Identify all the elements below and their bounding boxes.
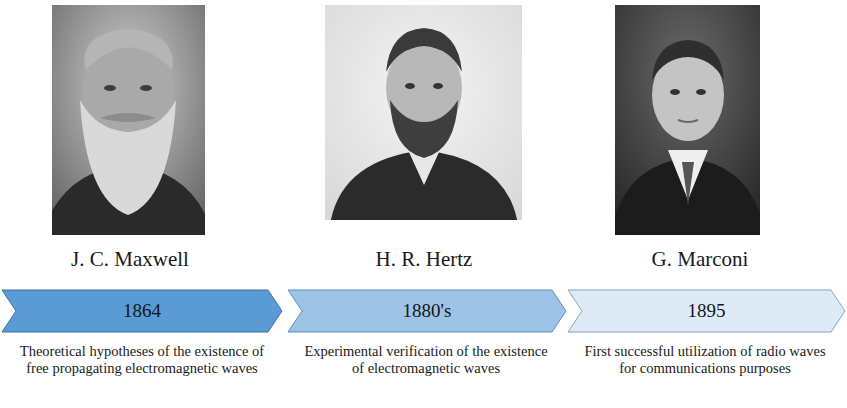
year-label: 1895	[688, 300, 726, 322]
year-label: 1864	[123, 300, 161, 322]
timeline-chevron: 1895	[568, 290, 845, 332]
event-description: Experimental verification of the existen…	[301, 343, 551, 378]
portrait-marconi	[615, 5, 760, 235]
person-name: J. C. Maxwell	[20, 247, 240, 272]
portrait-hertz	[325, 5, 522, 220]
chevron-outline	[288, 290, 566, 332]
portrait-photos	[0, 0, 847, 290]
event-description: First successful utilization of radio wa…	[580, 343, 830, 378]
timeline-chevron: 1864	[2, 290, 282, 332]
timeline-chevron: 1880's	[288, 290, 566, 332]
chevron-outline	[2, 290, 282, 332]
person-name: H. R. Hertz	[314, 247, 534, 272]
chevron-outline	[568, 290, 845, 332]
portrait-maxwell	[52, 5, 205, 235]
event-description: Theoretical hypotheses of the existence …	[17, 343, 267, 378]
person-name: G. Marconi	[590, 247, 810, 272]
year-label: 1880's	[403, 300, 452, 322]
